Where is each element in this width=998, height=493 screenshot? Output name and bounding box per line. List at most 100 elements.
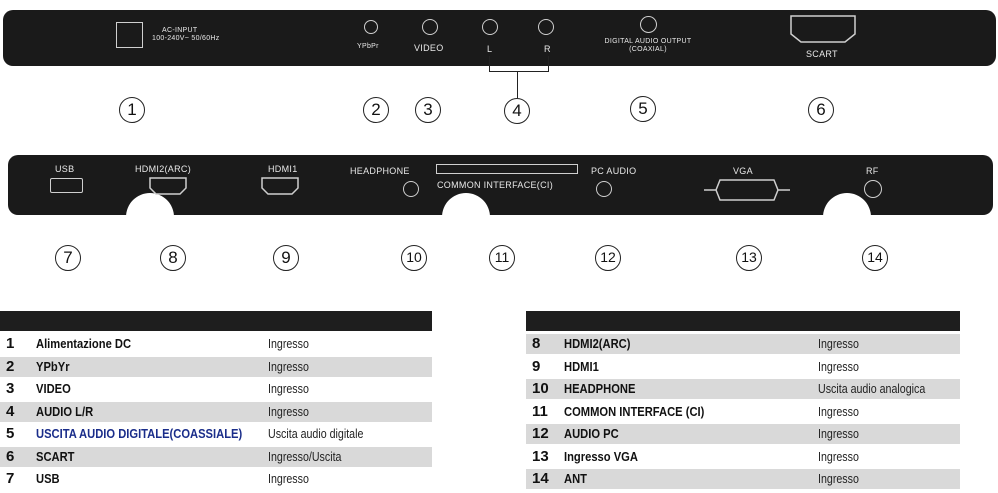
hdmi1-port [261,177,299,195]
panel-notch [126,193,174,241]
ci-slot [436,164,578,174]
row-connector-name: Ingresso VGA [564,448,638,464]
callout-11: 11 [489,245,515,271]
video-jack [422,19,438,35]
panel-notch [442,193,490,241]
hdmi2-label: HDMI2(ARC) [135,164,191,174]
leader-r [548,56,549,72]
callout-5: 5 [630,96,656,122]
vga-port [704,179,790,201]
hdmi1-label: HDMI1 [268,164,298,174]
callout-4: 4 [504,98,530,124]
row-number: 9 [532,357,541,375]
row-connector-name: USCITA AUDIO DIGITALE(COASSIALE) [36,426,243,441]
row-number: 3 [6,380,15,397]
vga-label: VGA [733,166,753,176]
row-connector-name: AUDIO L/R [36,403,94,419]
table-row: 13 Ingresso VGA Ingresso [526,447,960,467]
ypbpr-jack [364,20,378,34]
row-connector-type: Ingresso [268,358,309,374]
digital-audio-label-line2: (COAXIAL) [629,46,667,53]
row-number: 12 [532,425,549,442]
row-connector-type: Ingresso [818,471,859,486]
row-connector-type: Ingresso [268,471,309,486]
table-right-header [526,311,960,331]
callout-12: 12 [595,245,621,271]
ci-label: COMMON INTERFACE(CI) [437,180,553,190]
row-number: 8 [532,335,541,352]
usb-port [50,178,83,193]
row-number: 4 [6,402,15,420]
ac-input-socket [116,22,143,48]
table-row: 11 COMMON INTERFACE (CI) Ingresso [526,402,960,422]
hdmi2-port [149,177,187,195]
table-row: 5 USCITA AUDIO DIGITALE(COASSIALE) Uscita … [0,424,432,444]
row-number: 1 [6,335,15,352]
row-connector-name: COMMON INTERFACE (CI) [564,403,705,419]
row-number: 2 [6,357,15,375]
row-connector-type: Ingresso [818,448,859,464]
row-connector-type: Ingresso [268,381,309,396]
row-connector-type: Ingresso/Uscita [268,448,342,464]
callout-7: 7 [55,245,81,271]
row-connector-name: YPbYr [36,358,70,374]
row-number: 10 [532,380,549,397]
callout-3: 3 [415,97,441,123]
callout-13: 13 [736,245,762,271]
scart-socket [790,15,856,43]
row-connector-name: VIDEO [36,381,71,396]
row-connector-type: Ingresso [818,358,859,374]
scart-label: SCART [806,49,838,59]
digital-audio-label-line1: DIGITAL AUDIO OUTPUT [604,38,692,45]
row-connector-name: ANT [564,471,587,486]
row-number: 13 [532,447,549,465]
row-connector-name: AUDIO PC [564,426,619,441]
table-row: 3 VIDEO Ingresso [0,379,432,399]
audio-r-jack [538,19,554,35]
callout-1: 1 [119,97,145,123]
row-connector-name: HDMI2(ARC) [564,336,631,351]
headphone-label: HEADPHONE [350,166,410,176]
audio-r-label: R [544,44,551,54]
audio-l-label: L [487,44,493,54]
table-left-header [0,311,432,331]
row-connector-type: Ingresso [818,403,859,419]
table-row: 1 Alimentazione DC Ingresso [0,334,432,354]
table-row: 9 HDMI1 Ingresso [526,357,960,377]
row-number: 7 [6,470,15,487]
ac-input-label-line1: AC-INPUT [162,27,198,34]
panel-notch [823,193,871,241]
row-connector-name: Alimentazione DC [36,336,132,351]
row-connector-name: HDMI1 [564,358,599,374]
callout-14: 14 [862,245,888,271]
callout-6: 6 [808,97,834,123]
row-number: 5 [6,425,15,442]
pc-audio-jack [596,181,612,197]
rf-jack [864,180,882,198]
row-connector-name: USB [36,471,60,486]
headphone-jack [403,181,419,197]
video-label: VIDEO [414,43,444,53]
ac-input-label-line2: 100-240V~ 50/60Hz [152,35,220,42]
row-connector-type: Ingresso [268,336,309,351]
row-connector-name: HEADPHONE [564,381,636,396]
row-connector-type: Uscita audio digitale [268,426,364,441]
rf-label: RF [866,166,879,176]
pc-audio-label: PC AUDIO [591,166,637,176]
row-connector-name: SCART [36,448,75,464]
ypbpr-label: YPbPr [357,43,379,50]
leader-bracket [489,71,549,72]
leader-stem [517,71,518,98]
digital-audio-jack [640,16,657,33]
callout-10: 10 [401,245,427,271]
table-row: 7 USB Ingresso [0,469,432,489]
usb-label: USB [55,164,75,174]
leader-l [489,56,490,72]
row-number: 11 [532,402,548,420]
